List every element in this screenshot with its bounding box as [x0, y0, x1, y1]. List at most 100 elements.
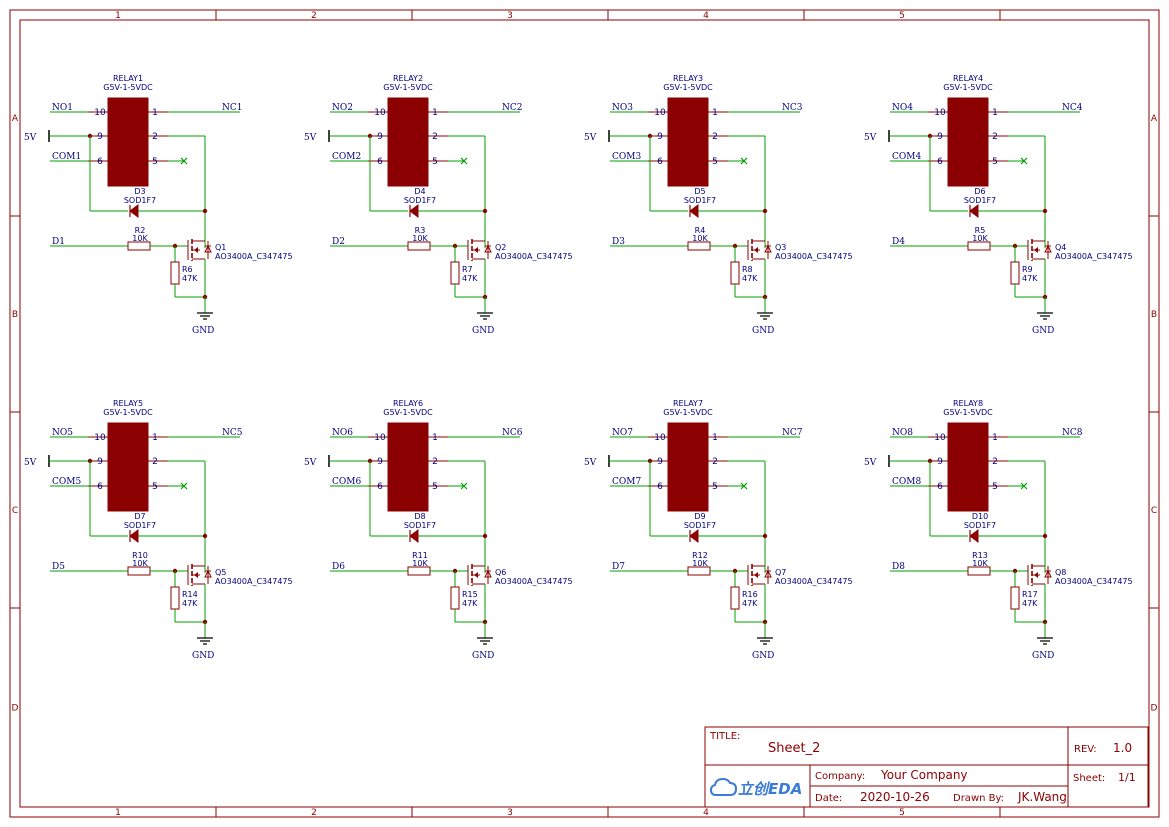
net-label-no: NO8: [892, 428, 913, 438]
net-label-gnd: GND: [472, 326, 494, 336]
resistor-designator: R8: [742, 265, 753, 274]
net-label-nc: NC2: [502, 103, 523, 113]
net-label-com: COM4: [892, 152, 921, 162]
pin-number: 10: [374, 108, 386, 118]
pin-number: 2: [432, 457, 438, 467]
net-label-nc: NC5: [222, 428, 243, 438]
date-value: 2020-10-26: [860, 790, 930, 804]
row-marker: A: [12, 114, 19, 124]
column-marker: 4: [703, 11, 709, 21]
net-label-no: NO5: [52, 428, 73, 438]
mosfet-arrow-icon: [754, 572, 758, 578]
diode-value: SOD1F7: [404, 196, 436, 205]
resistor-value: 10K: [412, 234, 428, 243]
pin-number: 9: [377, 132, 383, 142]
diode-designator: D3: [134, 187, 145, 196]
junction-dot: [482, 208, 488, 214]
resistor-value: 10K: [692, 559, 708, 568]
mosfet-terminals-icon: [1032, 240, 1045, 260]
diode-value: SOD1F7: [964, 521, 996, 530]
diode-icon: [969, 529, 979, 543]
pin-number: 2: [432, 132, 438, 142]
pin-number: 6: [937, 482, 943, 492]
diode-designator: D5: [694, 187, 705, 196]
outer-border: [9, 9, 1160, 818]
pin-number: 2: [992, 457, 998, 467]
net-label-nc: NC7: [782, 428, 803, 438]
net-label-com: COM5: [52, 477, 81, 487]
junction-dot: [762, 208, 768, 214]
pin-number: 10: [654, 433, 666, 443]
pin-number: 5: [712, 157, 718, 167]
diode-value: SOD1F7: [964, 196, 996, 205]
diode-value: SOD1F7: [124, 196, 156, 205]
resistor-value: 10K: [132, 234, 148, 243]
net-label-input: D5: [52, 562, 65, 572]
pin-number: 9: [97, 132, 103, 142]
column-marker: 4: [703, 808, 709, 818]
pin-number: 9: [937, 132, 943, 142]
resistor-designator: R10: [132, 551, 148, 560]
diode-designator: D9: [694, 512, 705, 521]
ground-icon: [197, 312, 213, 320]
mosfet-arrow-icon: [1034, 247, 1038, 253]
mosfet-designator: Q6: [495, 568, 506, 577]
diode-value: SOD1F7: [124, 521, 156, 530]
resistor-icon: [407, 241, 431, 251]
diode-icon: [689, 204, 699, 218]
net-label-vcc: 5V: [584, 458, 597, 468]
mosfet-designator: Q5: [215, 568, 226, 577]
net-label-nc: NC4: [1062, 103, 1083, 113]
mosfet-designator: Q4: [1055, 243, 1066, 252]
junction-dot: [482, 533, 488, 539]
pin-number: 6: [97, 482, 103, 492]
ground-icon: [1037, 637, 1053, 645]
net-label-nc: NC3: [782, 103, 803, 113]
row-marker: B: [1151, 310, 1157, 320]
resistor-designator: R15: [462, 590, 478, 599]
resistor-icon: [1010, 586, 1020, 610]
net-label-vcc: 5V: [304, 458, 317, 468]
net-label-nc: NC8: [1062, 428, 1083, 438]
pin-number: 2: [992, 132, 998, 142]
diode-icon: [129, 204, 139, 218]
pin-number: 2: [712, 132, 718, 142]
mosfet-arrow-icon: [194, 247, 198, 253]
resistor-icon: [730, 261, 740, 285]
ground-icon: [197, 637, 213, 645]
mosfet-value: AO3400A_C347475: [215, 252, 293, 261]
mosfet-terminals-icon: [192, 565, 205, 585]
mosfet-value: AO3400A_C347475: [495, 577, 573, 586]
relay-body: [387, 422, 429, 512]
pin-number: 10: [934, 108, 946, 118]
mosfet-value: AO3400A_C347475: [775, 577, 853, 586]
column-marker: 2: [311, 808, 317, 818]
pin-number: 6: [937, 157, 943, 167]
net-label-com: COM3: [612, 152, 641, 162]
pin-number: 5: [992, 157, 998, 167]
resistor-value: 10K: [972, 559, 988, 568]
mosfet-value: AO3400A_C347475: [1055, 252, 1133, 261]
diode-icon: [409, 529, 419, 543]
mosfet-terminals-icon: [1032, 565, 1045, 585]
mosfet-arrow-icon: [474, 247, 478, 253]
net-label-com: COM6: [332, 477, 361, 487]
sheet-title: Sheet_2: [768, 741, 820, 756]
mosfet-designator: Q7: [775, 568, 786, 577]
relay-value: G5V-1-5VDC: [663, 408, 713, 417]
resistor-icon: [450, 261, 460, 285]
resistor-value: 47K: [742, 599, 758, 608]
pin-number: 1: [432, 108, 438, 118]
mosfet-value: AO3400A_C347475: [1055, 577, 1133, 586]
relay-value: G5V-1-5VDC: [943, 83, 993, 92]
junction-dot: [202, 208, 208, 214]
pin-number: 9: [97, 457, 103, 467]
resistor-designator: R11: [412, 551, 428, 560]
diode-designator: D4: [414, 187, 425, 196]
resistor-designator: R12: [692, 551, 708, 560]
net-label-input: D7: [612, 562, 625, 572]
resistor-icon: [127, 566, 151, 576]
